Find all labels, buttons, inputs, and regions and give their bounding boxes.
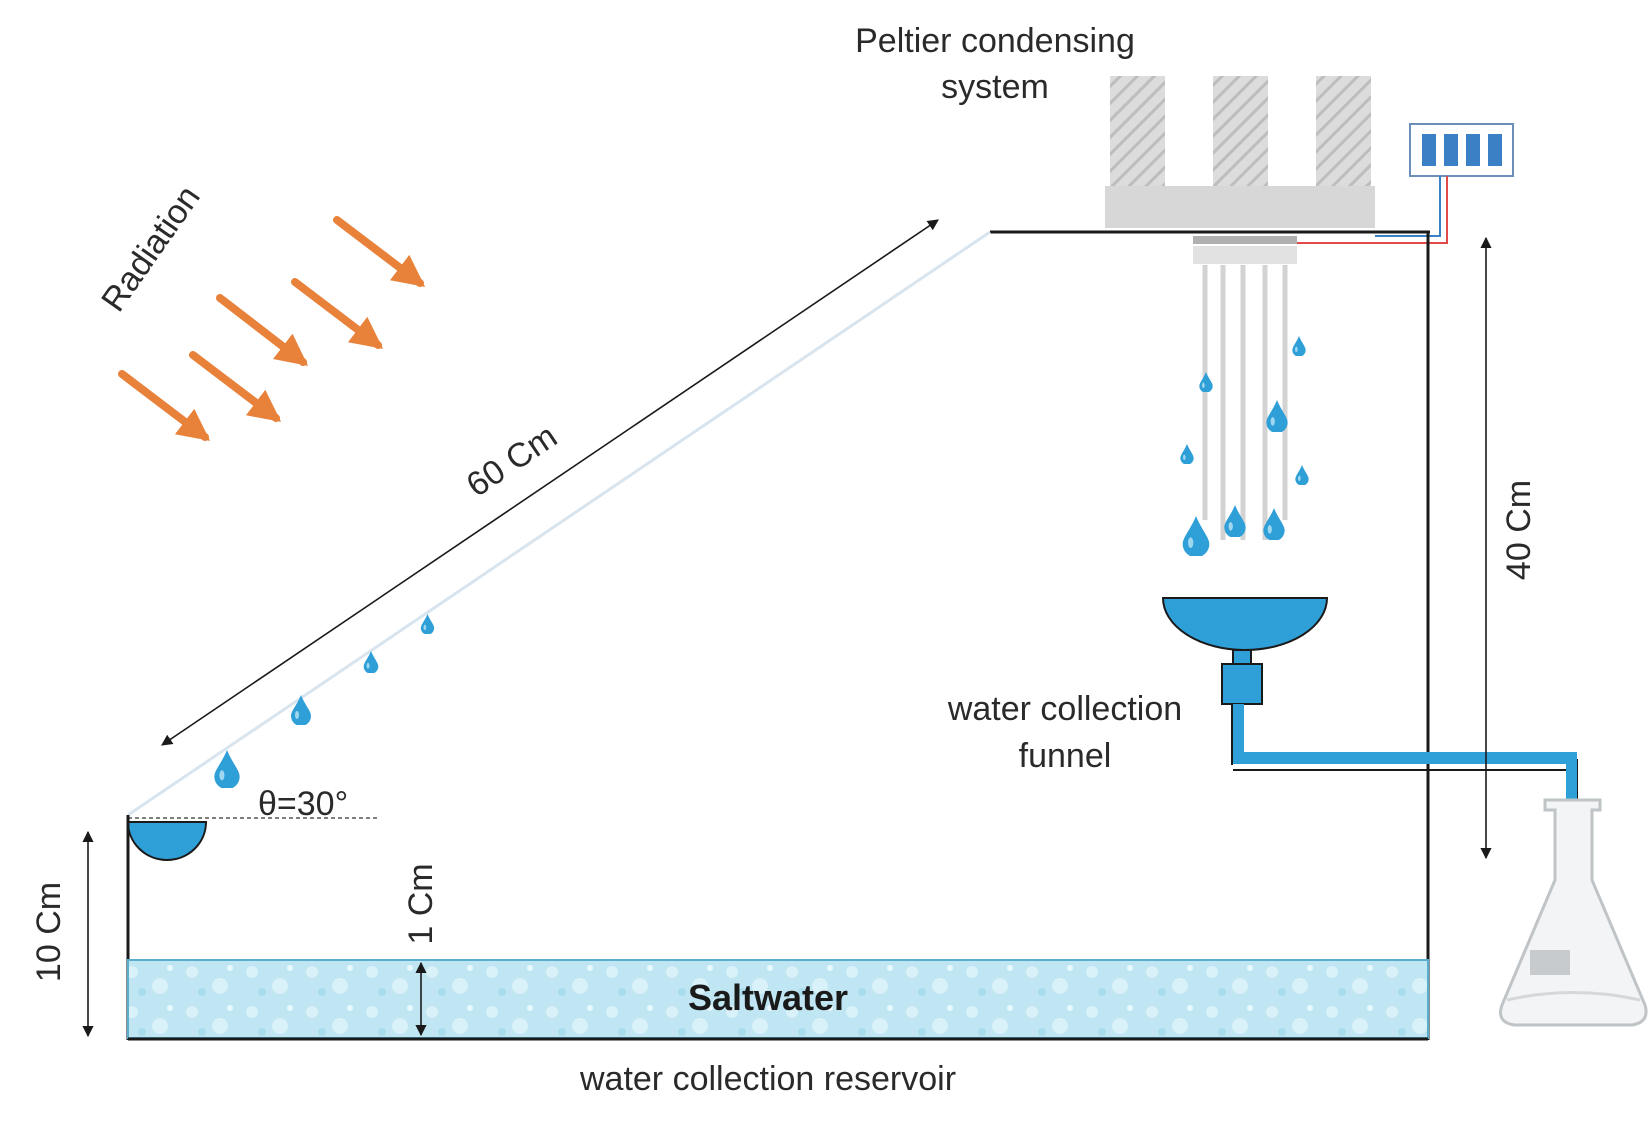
collection-funnel	[1161, 597, 1578, 803]
saltwater-label: Saltwater	[688, 977, 848, 1018]
height-10-label: 10 Cm	[30, 882, 68, 982]
water-droplet-icon	[1182, 516, 1210, 556]
peltier-label-line2: system	[941, 68, 1049, 106]
peltier-heatsink	[1105, 76, 1375, 264]
peltier-module	[1193, 236, 1297, 244]
water-droplet-icon	[1180, 444, 1194, 464]
glass-cover	[127, 230, 991, 817]
depth-1-label: 1 Cm	[402, 863, 440, 944]
length-dimension-arrow	[161, 219, 939, 746]
glass-drip-trough	[126, 821, 208, 861]
radiation-label: Radiation	[94, 179, 208, 318]
erlenmeyer-flask-icon	[1499, 798, 1648, 1027]
heatsink-fin	[1213, 76, 1268, 186]
heatsink-fin	[1316, 76, 1371, 186]
water-droplet-icon	[291, 695, 311, 725]
wire-red	[1297, 176, 1448, 244]
water-droplet-icon	[1295, 465, 1309, 485]
height-40-label: 40 Cm	[1500, 480, 1538, 580]
heatsink-base	[1105, 186, 1375, 228]
reservoir-label: water collection reservoir	[579, 1060, 956, 1098]
peltier-module-plate	[1193, 246, 1297, 264]
controller-box-icon	[1409, 123, 1514, 177]
heatsink-fin	[1110, 76, 1165, 186]
water-droplet-icon	[1292, 336, 1306, 356]
arrow-down-right-icon	[118, 216, 426, 441]
angle-label: θ=30°	[258, 785, 348, 823]
water-droplet-icon	[214, 750, 240, 788]
wire-blue	[1375, 176, 1441, 237]
condensing-rods	[1202, 265, 1288, 540]
funnel-label-line1: water collection	[947, 690, 1182, 728]
funnel-label-line2: funnel	[1019, 737, 1112, 775]
water-droplet-icon	[1199, 372, 1213, 392]
peltier-label-line1: Peltier condensing	[855, 22, 1135, 60]
saltwater-basin	[127, 959, 1429, 1039]
length-label: 60 Cm	[460, 417, 564, 505]
